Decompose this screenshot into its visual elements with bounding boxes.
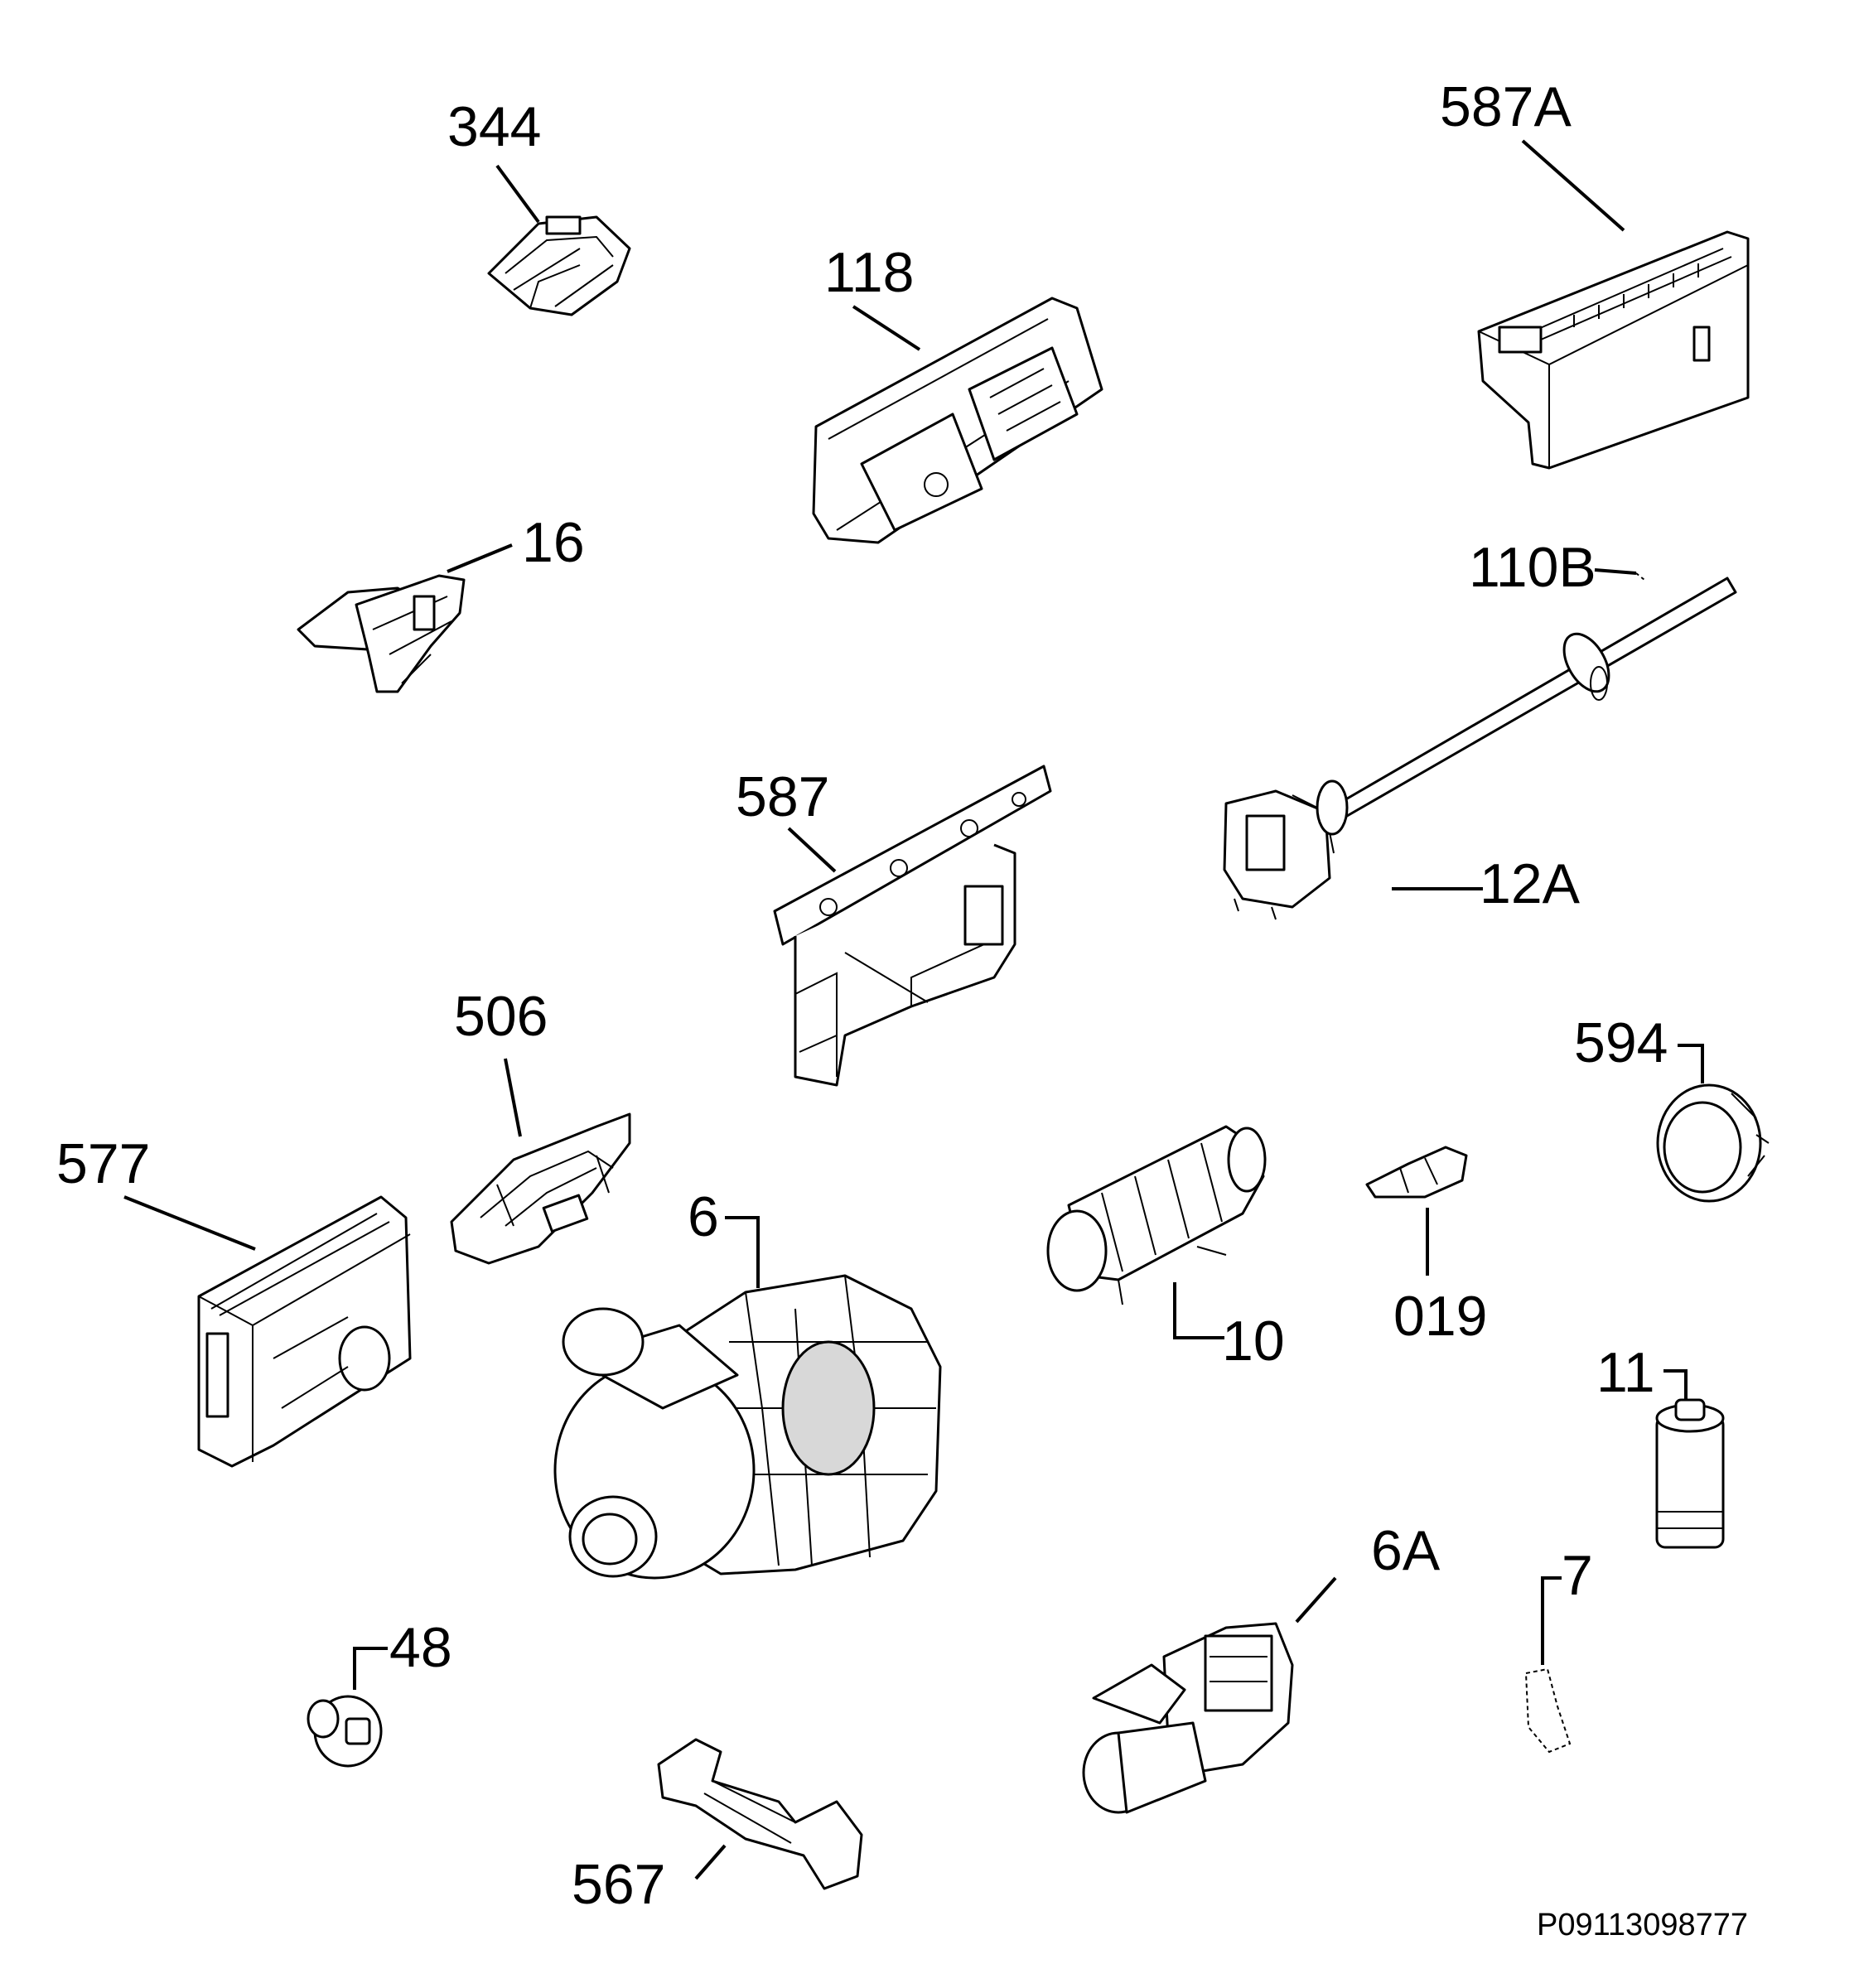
part-594-drawing <box>1656 1083 1770 1203</box>
part-6-drawing <box>553 1274 942 1580</box>
drawing-code: P09113098777 <box>1537 1908 1748 1942</box>
part-16-drawing <box>297 574 466 693</box>
part-587A-drawing <box>1477 230 1750 470</box>
label-344: 344 <box>447 95 541 158</box>
part-587-drawing <box>773 765 1052 1087</box>
label-594: 594 <box>1574 1011 1668 1074</box>
part-344-drawing <box>487 215 631 316</box>
part-118: 118 <box>812 241 1103 544</box>
leader-48 <box>353 1647 388 1690</box>
label-587A: 587A <box>1440 75 1572 138</box>
part-12A-drawing <box>1223 779 1349 920</box>
part-12A: 12A <box>1223 779 1581 920</box>
part-577: 577 <box>56 1132 412 1468</box>
part-506-drawing <box>450 1112 631 1265</box>
label-567: 567 <box>572 1853 665 1916</box>
label-019: 019 <box>1393 1285 1487 1348</box>
label-6: 6 <box>688 1185 719 1248</box>
part-587: 587 <box>736 765 1052 1087</box>
label-10: 10 <box>1222 1310 1285 1373</box>
part-118-drawing <box>812 297 1103 544</box>
label-16: 16 <box>522 511 585 574</box>
leader-16 <box>447 543 513 573</box>
label-506: 506 <box>454 985 548 1048</box>
part-019-drawing <box>1365 1146 1468 1199</box>
leader-6 <box>725 1216 760 1288</box>
label-110B: 110B <box>1469 536 1596 599</box>
leader-567 <box>694 1844 727 1880</box>
leader-11 <box>1663 1369 1688 1400</box>
label-48: 48 <box>389 1616 452 1679</box>
label-12A: 12A <box>1480 852 1581 915</box>
part-587A: 587A <box>1440 75 1750 470</box>
leader-344 <box>495 164 540 224</box>
leader-577 <box>123 1195 256 1251</box>
part-506: 506 <box>450 985 631 1265</box>
part-567: 567 <box>572 1738 863 1916</box>
leader-587 <box>787 827 837 873</box>
leader-594 <box>1678 1044 1704 1083</box>
part-11-drawing <box>1655 1398 1725 1549</box>
part-7: 7 <box>1524 1544 1593 1754</box>
part-10: 10 <box>1046 1125 1285 1373</box>
leader-6A <box>1295 1576 1337 1624</box>
part-594: 594 <box>1574 1011 1770 1203</box>
leader-587A <box>1521 139 1625 232</box>
leader-10 <box>1173 1282 1224 1339</box>
label-587: 587 <box>736 765 829 828</box>
part-6: 6 <box>553 1185 942 1580</box>
part-6A-drawing <box>1082 1622 1294 1814</box>
leader-7 <box>1541 1576 1562 1665</box>
part-577-drawing <box>197 1195 412 1468</box>
part-110B-drawing <box>1316 577 1737 830</box>
label-6A: 6A <box>1371 1519 1441 1582</box>
label-577: 577 <box>56 1132 150 1195</box>
part-567-drawing <box>657 1738 863 1890</box>
part-48: 48 <box>307 1616 452 1768</box>
label-11: 11 <box>1596 1341 1655 1404</box>
leader-506 <box>504 1058 522 1137</box>
part-019: 019 <box>1365 1146 1487 1348</box>
label-7: 7 <box>1562 1544 1593 1607</box>
leader-118 <box>852 305 921 351</box>
part-6A: 6A <box>1082 1519 1441 1814</box>
label-118: 118 <box>824 241 914 304</box>
part-10-drawing <box>1046 1125 1267 1305</box>
part-110B: 110B <box>1316 536 1737 830</box>
part-7-drawing <box>1524 1667 1572 1754</box>
leader-110B <box>1594 568 1637 575</box>
part-48-drawing <box>307 1695 383 1768</box>
part-16: 16 <box>297 511 585 693</box>
part-344: 344 <box>447 95 631 316</box>
part-11: 11 <box>1596 1341 1725 1549</box>
